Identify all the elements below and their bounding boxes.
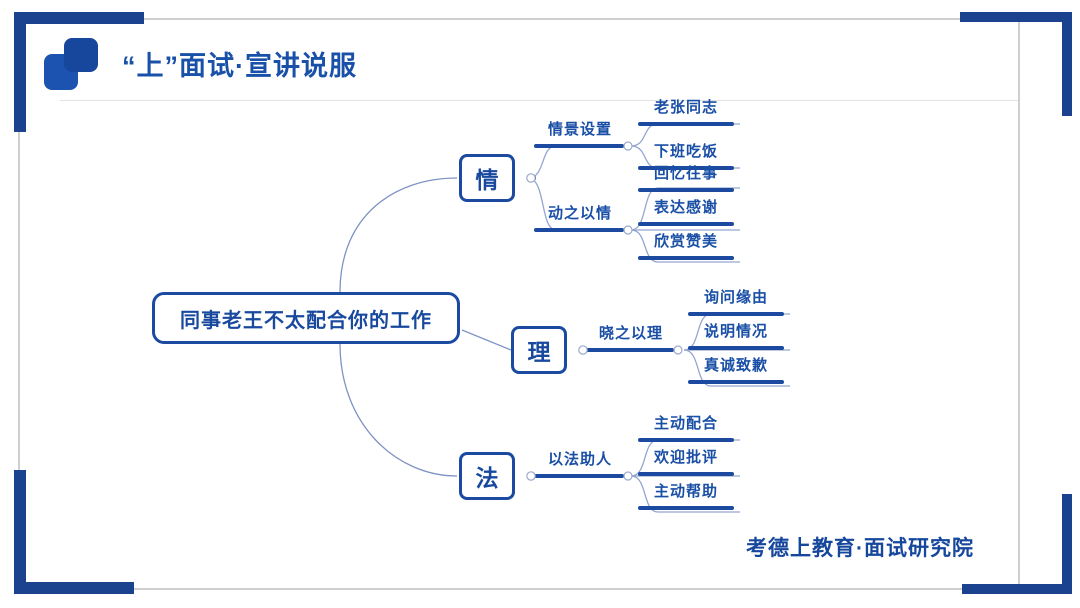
edge-sub2-leaf3 bbox=[630, 229, 740, 263]
mindmap-leaf-xiaban-chifan[interactable]: 下班吃饭 bbox=[653, 143, 718, 160]
corner-bracket-bottom-left bbox=[14, 470, 134, 594]
mindmap-root-node[interactable]: 同事老王不太配合你的工作 bbox=[152, 292, 460, 344]
frame-edge-right bbox=[1018, 18, 1020, 590]
connector-dot-xiaozhi bbox=[673, 345, 683, 355]
two-squares-logo-icon bbox=[44, 38, 100, 92]
mindmap-leaf-zhudong-bangzhu[interactable]: 主动帮助 bbox=[653, 483, 718, 500]
edge-root-to-qing bbox=[339, 177, 458, 293]
edge-root-to-li bbox=[461, 329, 512, 351]
connector-dot-dongzhi bbox=[623, 225, 633, 235]
mindmap-subbranch-qingjing-shezhi[interactable]: 情景设置 bbox=[547, 121, 612, 138]
logo-square-front bbox=[64, 38, 98, 72]
mindmap-leaf-huiyi-wangshi[interactable]: 回忆往事 bbox=[653, 165, 718, 182]
header-divider bbox=[60, 100, 1018, 101]
bracket-arm-vertical bbox=[1062, 494, 1072, 594]
page-title: “上”面试·宣讲说服 bbox=[122, 51, 357, 81]
bracket-arm-horizontal bbox=[14, 582, 134, 594]
mindmap-leaf-xunwen-yuanyou[interactable]: 询问缘由 bbox=[703, 289, 768, 306]
mindmap-leaf-xinshang-zanmei[interactable]: 欣赏赞美 bbox=[653, 233, 718, 250]
bracket-arm-horizontal bbox=[960, 12, 1072, 22]
mindmap-branch-node-li[interactable]: 理 bbox=[511, 326, 567, 374]
connector-dot-qingjing bbox=[623, 141, 633, 151]
frame-edge-top bbox=[60, 18, 1020, 20]
bracket-arm-horizontal bbox=[14, 12, 144, 24]
connector-dot-li bbox=[578, 345, 588, 355]
mindmap-leaf-biaoda-ganxie[interactable]: 表达感谢 bbox=[653, 199, 718, 216]
mindmap-branch-node-qing[interactable]: 情 bbox=[459, 154, 515, 202]
edge-fa-leaf3 bbox=[630, 475, 740, 513]
edge-li-leaf3 bbox=[683, 349, 790, 387]
mindmap-branch-node-fa[interactable]: 法 bbox=[459, 452, 515, 500]
mindmap-leaf-laozhang-tongzhi[interactable]: 老张同志 bbox=[653, 99, 718, 116]
mindmap-subbranch-dongzhi-yiqing[interactable]: 动之以情 bbox=[547, 205, 612, 222]
mindmap-leaf-zhencheng-zhiqian[interactable]: 真诚致歉 bbox=[703, 357, 768, 374]
edge-root-to-fa bbox=[339, 343, 458, 477]
mindmap-subbranch-yifa-zhuren[interactable]: 以法助人 bbox=[547, 451, 612, 468]
mindmap-leaf-shuoming-qingkuang[interactable]: 说明情况 bbox=[703, 323, 768, 340]
connector-dot-yifa bbox=[623, 471, 633, 481]
bracket-arm-vertical bbox=[14, 12, 26, 132]
connector-dot-qing bbox=[526, 173, 536, 183]
bracket-arm-vertical bbox=[1062, 12, 1072, 116]
mindmap-leaf-zhudong-peihe[interactable]: 主动配合 bbox=[653, 415, 718, 432]
frame-edge-left bbox=[18, 18, 20, 590]
bracket-arm-horizontal bbox=[962, 584, 1072, 594]
bracket-arm-vertical bbox=[14, 470, 26, 594]
connector-dot-fa bbox=[526, 471, 536, 481]
edge-qing-to-sub1 bbox=[527, 145, 625, 179]
footer-brand: 考德上教育·面试研究院 bbox=[746, 537, 974, 560]
corner-bracket-top-left bbox=[14, 12, 144, 132]
mindmap-leaf-huanying-piping[interactable]: 欢迎批评 bbox=[653, 449, 718, 466]
corner-bracket-bottom-right bbox=[962, 494, 1072, 594]
mindmap-subbranch-xiaozhi-yili[interactable]: 晓之以理 bbox=[598, 325, 663, 342]
corner-bracket-top-right bbox=[960, 12, 1072, 116]
frame-edge-bottom bbox=[60, 588, 1020, 590]
